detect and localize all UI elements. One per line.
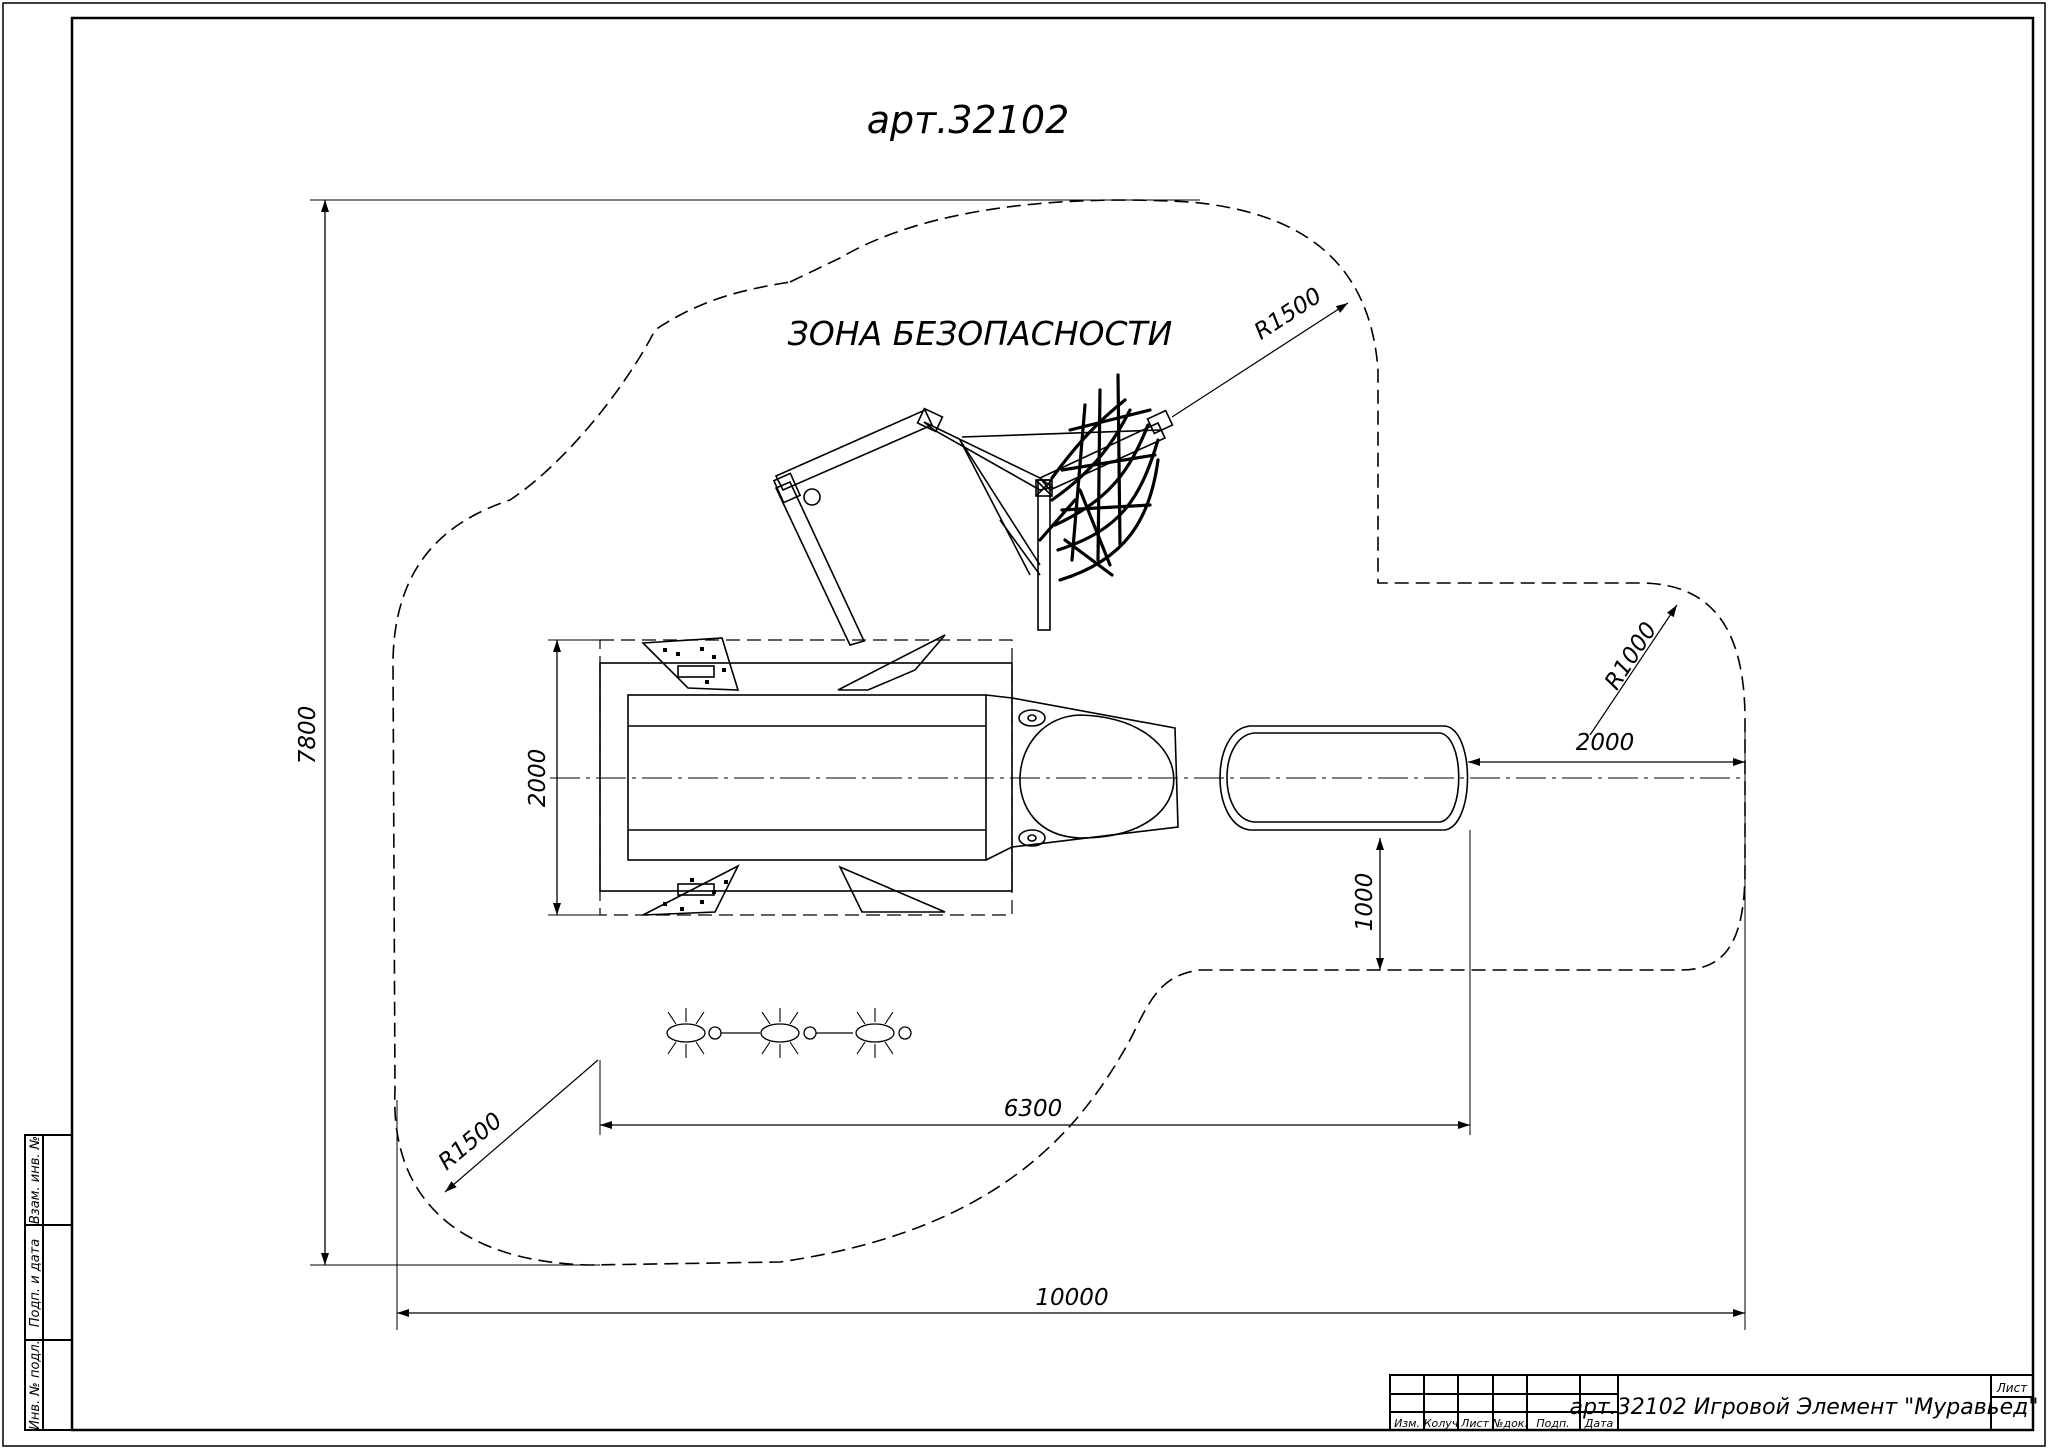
climbing-net [1038,373,1160,582]
drawing-title: арт.32102 [867,98,1070,142]
col-data: Дата [1584,1417,1614,1430]
foot-front-top [837,634,946,691]
dimension-overall-width: 10000 [396,720,1746,1330]
anteater-feet [641,634,946,916]
inner-frame [70,16,2035,1432]
foot-rear-bottom [642,864,740,916]
dimension-front-clearance-value: 2000 [1576,730,1635,756]
dimension-side-clearance-value: 1000 [1352,873,1378,932]
foot-front-bottom [838,865,946,913]
dimension-front-clearance: 2000 [1468,730,1745,766]
dimension-object-width: 2000 [525,639,600,916]
ant-figure [666,1008,912,1058]
foot-dots [663,647,728,911]
dimension-object-length-value: 6300 [1004,1096,1063,1122]
radius-top-value: R1500 [1250,283,1327,345]
side-stamp-label-1: Взам. инв. № [28,1136,43,1224]
col-koluch: Колуч [1424,1417,1459,1430]
dimension-overall-depth: 7800 [295,199,1200,1266]
dimension-object-length: 6300 [599,830,1471,1135]
dimension-overall-depth-value: 7800 [295,706,321,765]
radius-bottom-value: R1500 [434,1108,508,1176]
title-block-description: арт.32102 Игровой Элемент "Муравьед" [1569,1395,2038,1420]
side-stamp-label-2: Подп. и дата [28,1239,43,1328]
dimension-object-width-value: 2000 [525,749,551,808]
side-stamp [24,1134,73,1431]
title-block-columns: Изм. Колуч Лист №док. Подп. Дата [1394,1417,1613,1430]
foot-rear-top [641,637,740,691]
eye-left [1018,709,1046,727]
title-block [1389,1374,2034,1431]
radius-right: R1000 [1589,604,1678,736]
radius-right-value: R1000 [1600,618,1662,695]
col-podp: Подп. [1536,1417,1569,1430]
snout [1219,725,1469,831]
body-base [599,662,1013,892]
radius-top: R1500 [1171,283,1349,418]
climbing-frame [772,407,1174,646]
col-list: Лист [1460,1417,1489,1430]
dimension-overall-width-value: 10000 [1035,1285,1108,1311]
title-block-sheet-label: Лист [1996,1381,2028,1395]
eye-right [1018,829,1046,847]
safety-zone-label: ЗОНА БЕЗОПАСНОСТИ [788,314,1173,353]
pivot-circle [803,488,821,506]
dimension-side-clearance: 1000 [1352,838,1384,970]
safety-zone-boundary [392,199,1746,1266]
col-izm: Изм. [1394,1417,1420,1430]
col-ndok: №док. [1491,1417,1528,1430]
radius-bottom: R1500 [434,1059,599,1193]
side-stamp-label-3: Инв. № подл. [28,1340,43,1430]
head-front [1019,714,1175,839]
